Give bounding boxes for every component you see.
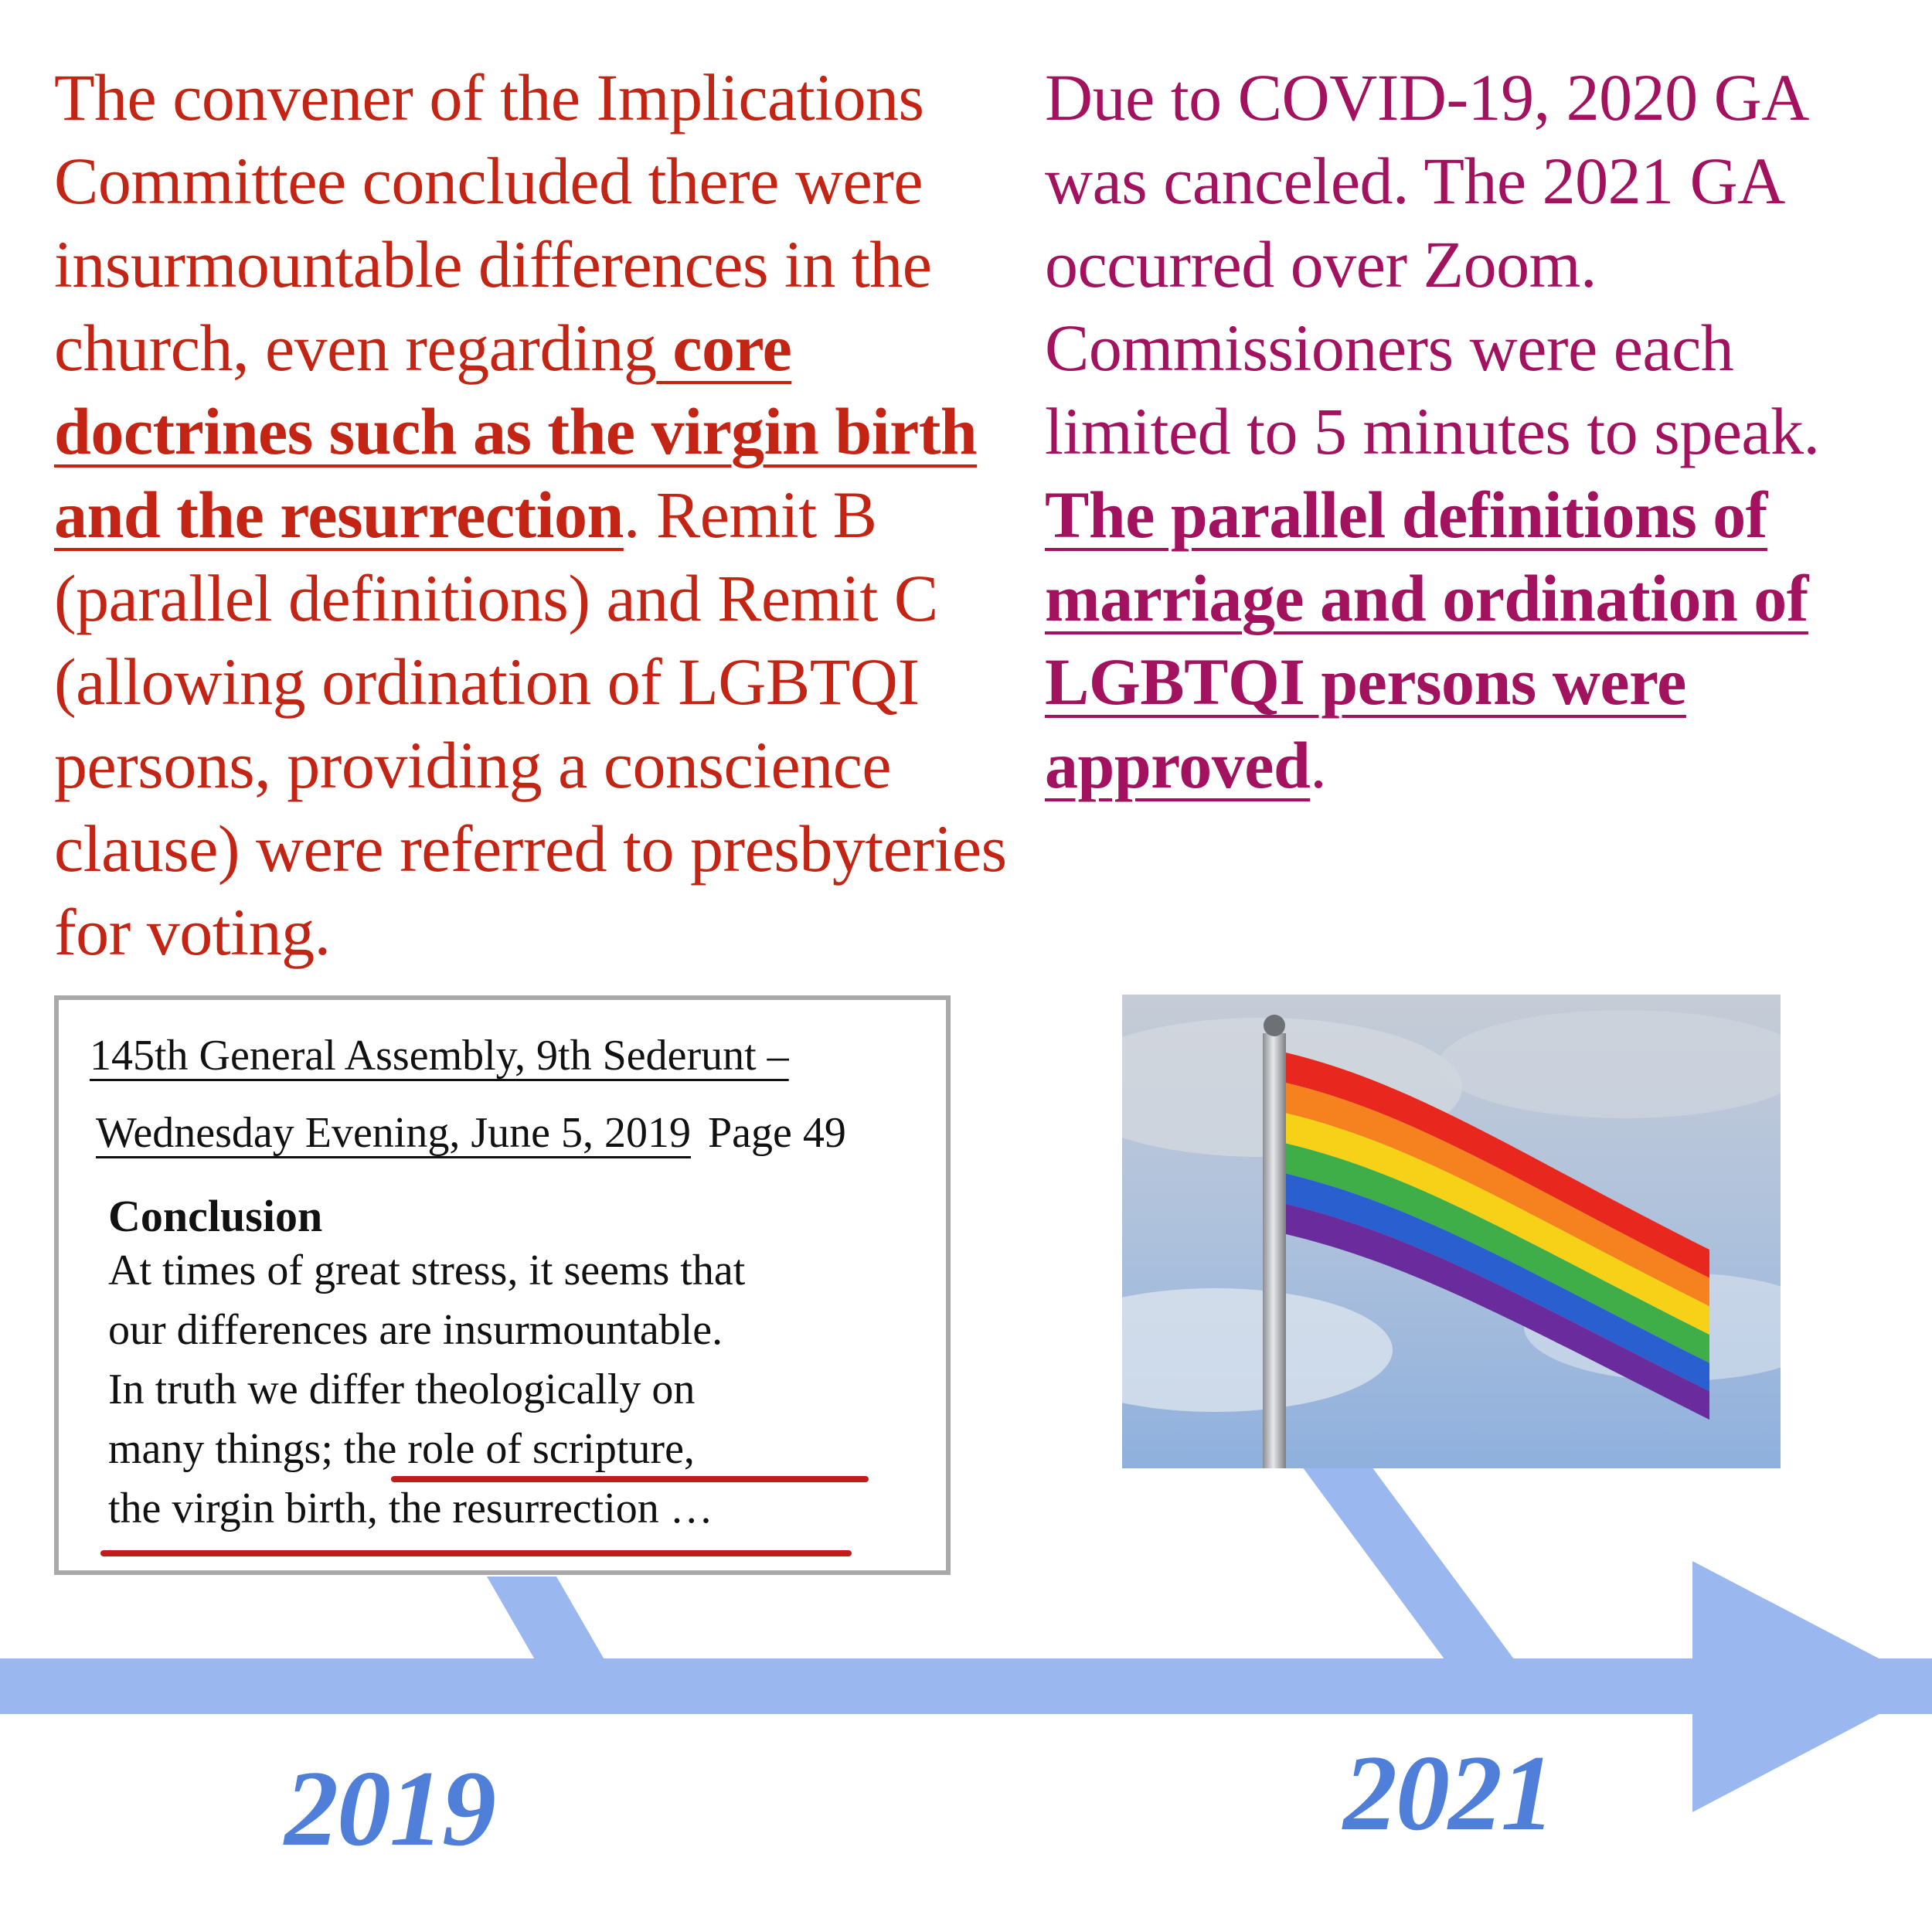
flagpole-finial <box>1264 1015 1285 1036</box>
timeline-connector-2021 <box>1302 1467 1534 1686</box>
flag-stripe <box>1286 1173 1709 1392</box>
excerpt-page-number: Page 49 <box>708 1109 846 1157</box>
timeline-arrowhead <box>1692 1561 1932 1812</box>
flag-stripe <box>1286 1083 1709 1307</box>
timeline-line <box>0 1658 1932 1714</box>
minutes-excerpt: 145th General Assembly, 9th Sederunt – W… <box>54 995 951 1575</box>
excerpt-line: the virgin birth, the resurrection … <box>108 1485 713 1532</box>
excerpt-line: our differences are insurmountable. <box>108 1306 723 1354</box>
right-intro-text: Due to COVID-19, 2020 GA was canceled. T… <box>1045 60 1820 468</box>
excerpt-date: Wednesday Evening, June 5, 2019 <box>96 1109 691 1157</box>
excerpt-title: Conclusion <box>108 1191 323 1241</box>
right-period: . <box>1310 728 1327 802</box>
excerpt-highlight-underline <box>100 1550 852 1556</box>
flag-stripes <box>1286 1053 1709 1420</box>
flag-stripe <box>1286 1143 1709 1363</box>
right-emphasis-text: The parallel definitions of marriage and… <box>1045 478 1808 802</box>
excerpt-body: At times of great stress, it seems that … <box>108 1241 904 1539</box>
left-intro-text: The convener of the Implications Committ… <box>54 60 932 385</box>
excerpt-header-date-row: Wednesday Evening, June 5, 2019 Page 49 <box>96 1108 846 1158</box>
flagpole <box>1263 1033 1286 1468</box>
year-label-2021: 2021 <box>1343 1733 1555 1853</box>
flag-stripe <box>1286 1113 1709 1335</box>
left-remit-text: Remit B (parallel definitions) and Remit… <box>54 478 1007 969</box>
excerpt-line: At times of great stress, it seems that <box>108 1247 746 1294</box>
excerpt-header-line: 145th General Assembly, 9th Sederunt – <box>90 1032 789 1080</box>
left-emphasis-text: core doctrines such as the virgin birth … <box>54 311 978 552</box>
rainbow-flag-photo <box>1122 995 1781 1468</box>
left-panel-text: The convener of the Implications Committ… <box>54 56 1016 974</box>
flag-stripe <box>1286 1203 1709 1420</box>
excerpt-line: In truth we differ theologically on <box>108 1366 696 1413</box>
excerpt-line: many things; the role of scripture, <box>108 1425 695 1473</box>
flag-stripe <box>1286 1053 1709 1278</box>
right-panel-text: Due to COVID-19, 2020 GA was canceled. T… <box>1045 56 1918 807</box>
excerpt-highlight-underline <box>391 1476 869 1482</box>
year-label-2019: 2019 <box>284 1749 496 1869</box>
left-period: . <box>623 478 641 552</box>
timeline-connector-2019 <box>487 1577 620 1686</box>
